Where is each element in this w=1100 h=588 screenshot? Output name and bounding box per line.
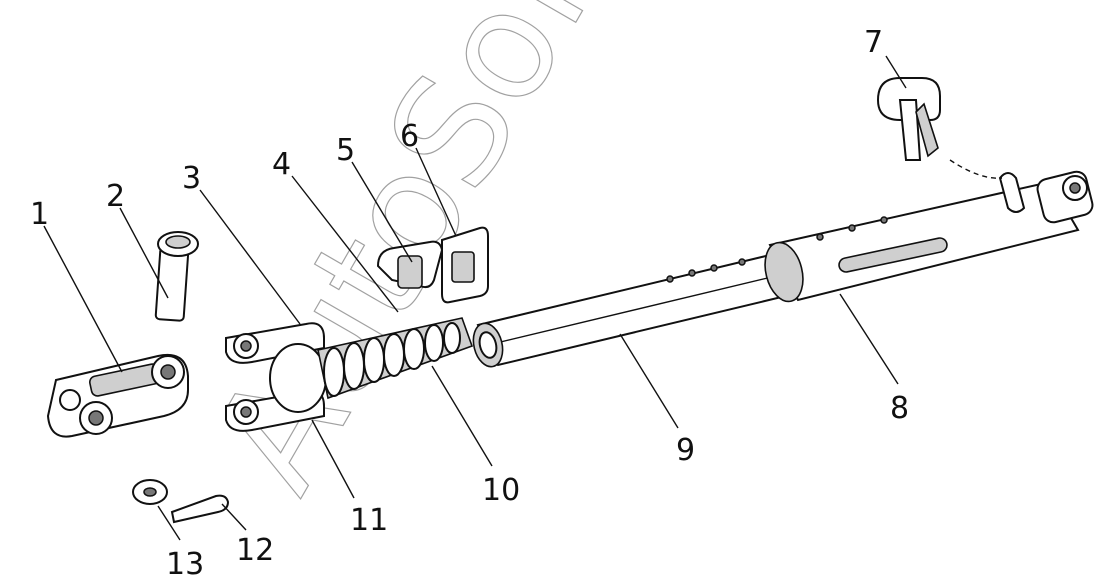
leader-lines: [43, 55, 907, 541]
washer: [132, 479, 168, 505]
callout-13: 13: [166, 547, 204, 582]
pin: [154, 231, 199, 322]
fork-end: [225, 322, 327, 432]
callout-8: 8: [890, 391, 909, 426]
callout-6: 6: [400, 119, 419, 154]
callout-1: 1: [30, 197, 49, 232]
callout-3: 3: [182, 161, 201, 196]
threaded-rod: [317, 317, 474, 400]
callout-12: 12: [236, 533, 274, 568]
clip-pin: [876, 77, 941, 161]
tube-assembly: [472, 159, 1094, 368]
thread-coils: [323, 322, 461, 397]
callout-11: 11: [350, 503, 388, 538]
callout-5: 5: [336, 133, 355, 168]
latch-bracket: [376, 226, 489, 304]
clevis: [46, 354, 189, 438]
callout-7: 7: [864, 25, 883, 60]
callout-4: 4: [272, 147, 291, 182]
callout-10: 10: [482, 473, 520, 508]
split-pin: [170, 494, 230, 524]
callout-2: 2: [106, 179, 125, 214]
tube-holes: [666, 258, 746, 283]
callouts: 1 2 3 4 5 6 7 8 9 10 11 12 13: [30, 25, 909, 582]
callout-9: 9: [676, 433, 695, 468]
